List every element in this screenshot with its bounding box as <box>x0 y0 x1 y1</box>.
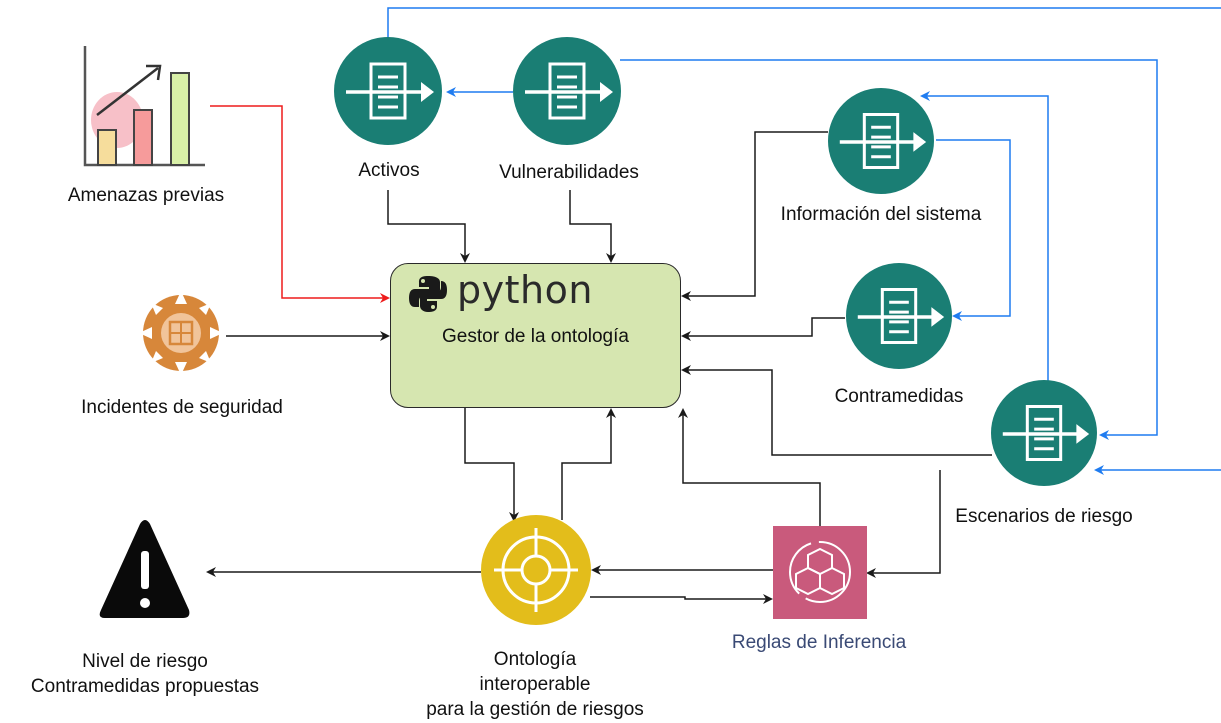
label-ontologia-3: para la gestión de riesgos <box>426 699 644 720</box>
label-incidentes: Incidentes de seguridad <box>81 397 283 418</box>
activos-service-icon <box>334 37 442 145</box>
edge-informacion-to-gestor <box>681 131 828 301</box>
python-logo-icon <box>409 276 447 312</box>
gestor-title: Gestor de la ontología <box>442 326 629 347</box>
chart-growth-icon <box>83 46 205 167</box>
inference-rules-icon <box>773 526 867 619</box>
label-ontologia-1: Ontología <box>493 649 577 670</box>
security-incident-icon <box>139 291 223 375</box>
edge-informacion-to-contramedidas <box>936 139 1011 321</box>
label-vulnerabilidades: Vulnerabilidades <box>499 162 639 183</box>
label-informacion: Información del sistema <box>780 204 982 225</box>
label-escenarios: Escenarios de riesgo <box>955 506 1133 527</box>
label-ontologia-2: interoperable <box>479 674 591 695</box>
vulnerabilidades-service-icon <box>513 37 621 145</box>
python-logo-text: python <box>457 268 593 312</box>
edge-reglas-to-gestor <box>678 408 821 526</box>
label-contramedidas: Contramedidas <box>834 386 964 407</box>
edge-escenarios-to-reglas <box>866 470 941 578</box>
ontology-target-icon <box>481 515 591 625</box>
edge-activos-to-gestor <box>387 190 470 263</box>
escenarios-service-icon <box>991 380 1097 486</box>
edge-escenarios-to-gestor <box>681 365 992 456</box>
edge-ontologia-to-gestor <box>561 408 616 520</box>
edge-amenazas-to-gestor <box>210 105 390 303</box>
gestor-ontologia-box: python Gestor de la ontología <box>390 263 681 408</box>
label-amenazas: Amenazas previas <box>67 185 225 206</box>
label-activos: Activos <box>358 160 420 181</box>
label-nivel-2: Contramedidas propuestas <box>30 676 260 697</box>
edge-loop-top <box>387 7 1221 60</box>
warning-icon <box>99 520 190 618</box>
edge-contramedidas-to-gestor <box>681 317 845 341</box>
edge-escenarios-to-informacion <box>920 91 1049 385</box>
edge-vuln-to-escenarios <box>620 59 1158 440</box>
informacion-service-icon <box>828 88 934 194</box>
edge-vuln-to-gestor <box>569 190 616 263</box>
edge-ontologia-to-reglas <box>590 594 773 604</box>
label-nivel-1: Nivel de riesgo <box>82 651 208 672</box>
label-reglas: Reglas de Inferencia <box>731 632 907 653</box>
edge-gestor-to-ontologia <box>464 408 519 522</box>
contramedidas-service-icon <box>846 263 952 369</box>
